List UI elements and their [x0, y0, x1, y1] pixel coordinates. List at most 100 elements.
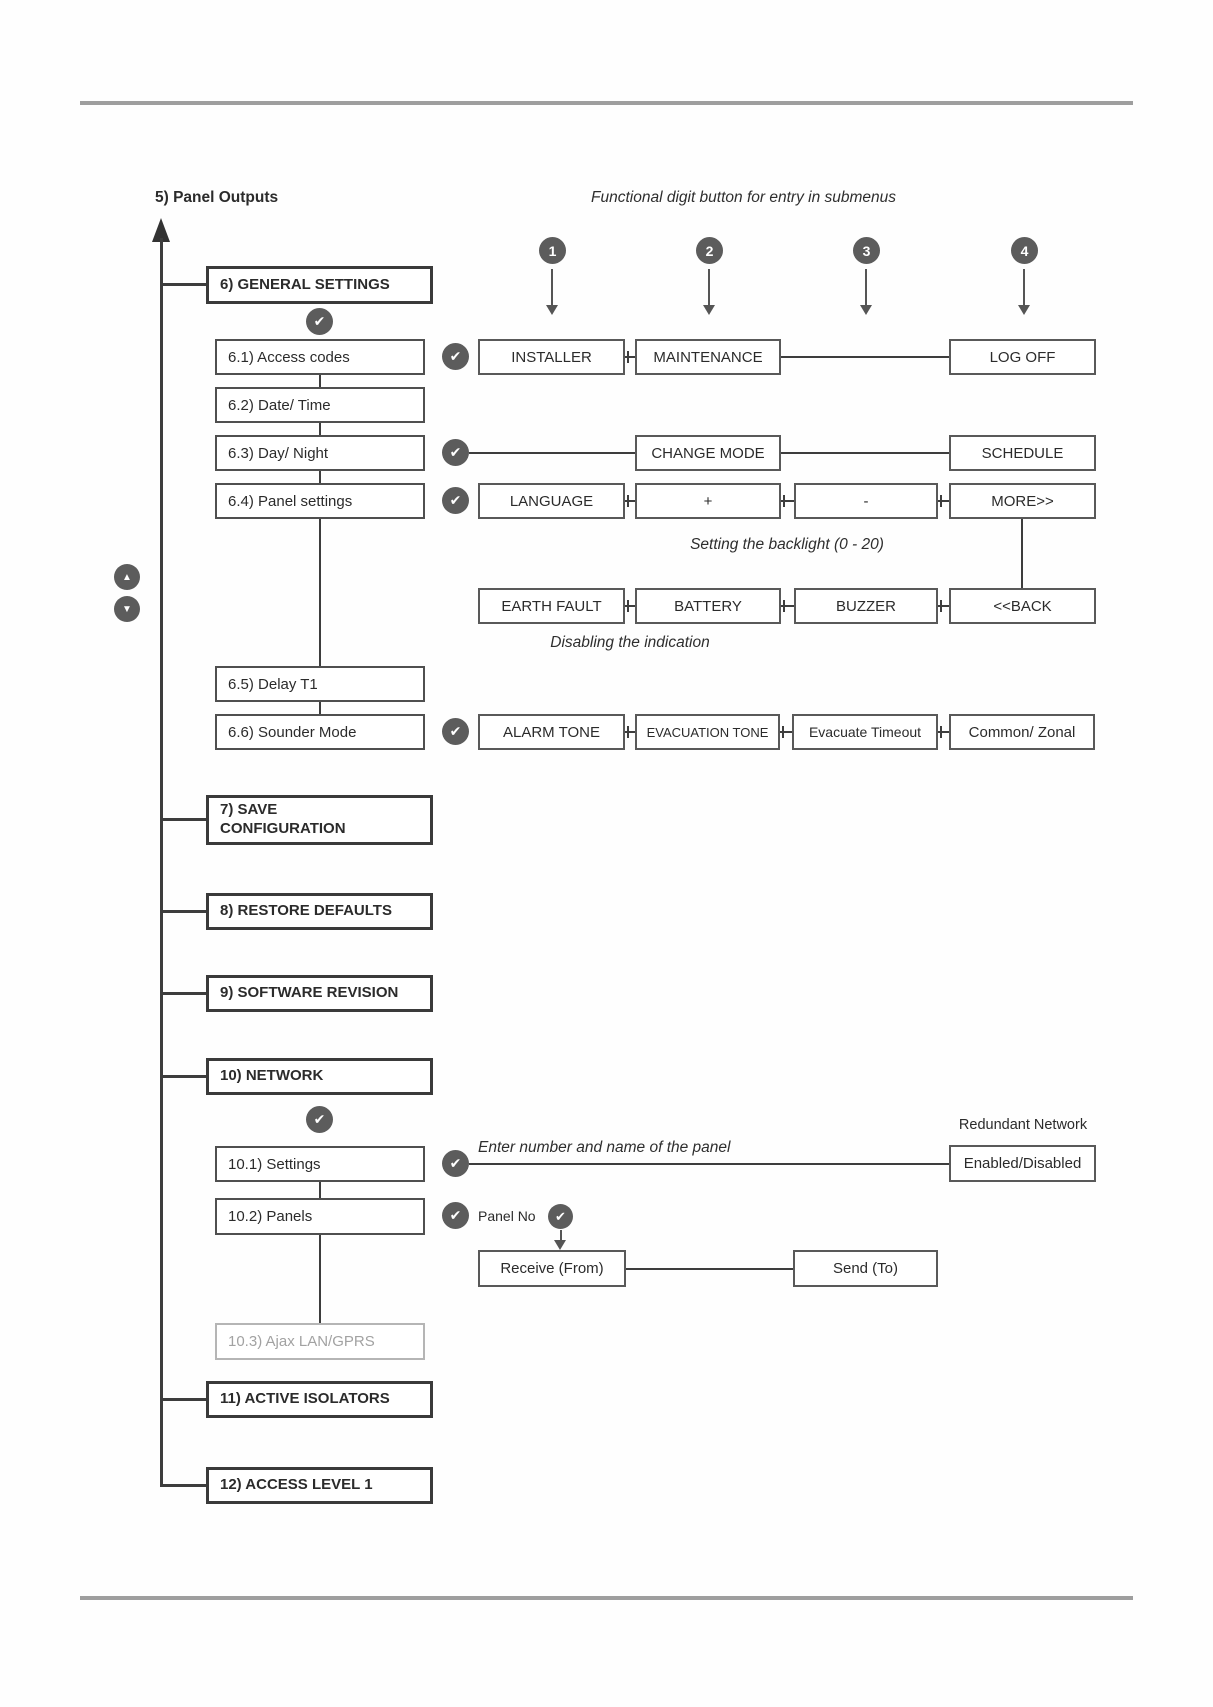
digit-4-arrowhead-icon: [1018, 305, 1030, 315]
check-icon: ✔: [548, 1204, 573, 1229]
connector: [319, 1182, 321, 1198]
option-box-installer: INSTALLER: [478, 339, 625, 375]
digit-1-arrow: [551, 269, 553, 307]
option-box-buzzer: BUZZER: [794, 588, 938, 624]
check-icon: ✔: [442, 487, 469, 514]
connector: [781, 356, 949, 358]
submenu-box-date-time: 6.2) Date/ Time: [215, 387, 425, 423]
digit-4-arrow: [1023, 269, 1025, 307]
panel-no-label: Panel No: [478, 1208, 536, 1224]
option-box-log-off: LOG OFF: [949, 339, 1096, 375]
check-icon: ✔: [306, 1106, 333, 1133]
option-box-change-mode: CHANGE MODE: [635, 435, 781, 471]
option-box-schedule: SCHEDULE: [949, 435, 1096, 471]
submenu-box-panel-settings: 6.4) Panel settings: [215, 483, 425, 519]
option-box-common-zonal: Common/ Zonal: [949, 714, 1095, 750]
option-box-send-to: Send (To): [793, 1250, 938, 1287]
digit-1-badge: 1: [539, 237, 566, 264]
option-box-more: MORE>>: [949, 483, 1096, 519]
option-box-maintenance: MAINTENANCE: [635, 339, 781, 375]
option-box-alarm-tone: ALARM TONE: [478, 714, 625, 750]
connector-6: [161, 283, 206, 286]
connector-12: [161, 1484, 206, 1487]
top-divider: [80, 101, 1133, 105]
scroll-down-icon: ▼: [114, 596, 140, 622]
connector: [319, 375, 321, 387]
functional-note: Functional digit button for entry in sub…: [591, 189, 897, 206]
backlight-note: Setting the backlight (0 - 20): [690, 536, 884, 553]
up-arrowhead-icon: [152, 218, 170, 242]
check-icon: ✔: [442, 718, 469, 745]
option-box-evacuate-timeout: Evacuate Timeout: [792, 714, 938, 750]
connector: [780, 726, 792, 738]
connector-7: [161, 818, 206, 821]
connector: [469, 452, 635, 454]
connector-11: [161, 1398, 206, 1401]
connector: [938, 495, 949, 507]
connector: [319, 519, 321, 666]
menu-box-network: 10) NETWORK: [206, 1058, 433, 1095]
digit-3-arrowhead-icon: [860, 305, 872, 315]
network-settings-note: Enter number and name of the panel: [478, 1139, 731, 1156]
submenu-box-day-night: 6.3) Day/ Night: [215, 435, 425, 471]
scroll-up-icon: ▲: [114, 564, 140, 590]
check-icon: ✔: [442, 439, 469, 466]
digit-2-arrowhead-icon: [703, 305, 715, 315]
option-box-earth-fault: EARTH FAULT: [478, 588, 625, 624]
menu-box-active-isolators: 11) ACTIVE ISOLATORS: [206, 1381, 433, 1418]
submenu-box-access-codes: 6.1) Access codes: [215, 339, 425, 375]
submenu-box-ajax-lan-gprs: 10.3) Ajax LAN/GPRS: [215, 1323, 425, 1360]
bottom-divider: [80, 1596, 1133, 1600]
menu-box-software-revision: 9) SOFTWARE REVISION: [206, 975, 433, 1012]
connector: [781, 600, 794, 612]
connector: [781, 452, 949, 454]
digit-4-badge: 4: [1011, 237, 1038, 264]
connector: [625, 495, 635, 507]
connector-10: [161, 1075, 206, 1078]
connector-more-back: [1021, 519, 1023, 588]
connector-9: [161, 992, 206, 995]
submenu-box-sounder-mode: 6.6) Sounder Mode: [215, 714, 425, 750]
connector: [625, 351, 635, 363]
option-box-battery: BATTERY: [635, 588, 781, 624]
connector: [319, 423, 321, 435]
option-box-minus: -: [794, 483, 938, 519]
connector: [319, 702, 321, 714]
digit-2-arrow: [708, 269, 710, 307]
connector: [938, 600, 949, 612]
connector: [781, 495, 794, 507]
submenu-box-network-panels: 10.2) Panels: [215, 1198, 425, 1235]
indication-note: Disabling the indication: [550, 634, 710, 651]
digit-1-arrowhead-icon: [546, 305, 558, 315]
panel-no-arrowhead-icon: [554, 1240, 566, 1250]
option-box-evacuation-tone: EVACUATION TONE: [635, 714, 780, 750]
connector: [469, 1163, 949, 1165]
connector: [625, 600, 635, 612]
submenu-box-delay-t1: 6.5) Delay T1: [215, 666, 425, 702]
connector: [319, 1235, 321, 1323]
panel-no-arrow: [560, 1230, 562, 1242]
option-box-receive-from: Receive (From): [478, 1250, 626, 1287]
option-box-back: <<BACK: [949, 588, 1096, 624]
digit-3-arrow: [865, 269, 867, 307]
option-box-enabled-disabled: Enabled/Disabled: [949, 1145, 1096, 1182]
menu-box-general-settings: 6) GENERAL SETTINGS: [206, 266, 433, 304]
option-box-plus: +: [635, 483, 781, 519]
connector: [626, 1268, 793, 1270]
redundant-network-label: Redundant Network: [958, 1117, 1088, 1133]
digit-3-badge: 3: [853, 237, 880, 264]
connector-8: [161, 910, 206, 913]
trunk-connector: [160, 238, 163, 1487]
check-icon: ✔: [442, 1150, 469, 1177]
connector: [625, 726, 635, 738]
menu-box-access-level-1: 12) ACCESS LEVEL 1: [206, 1467, 433, 1504]
digit-2-badge: 2: [696, 237, 723, 264]
option-box-language: LANGUAGE: [478, 483, 625, 519]
connector: [938, 726, 949, 738]
connector: [319, 471, 321, 483]
menu-box-restore-defaults: 8) RESTORE DEFAULTS: [206, 893, 433, 930]
check-icon: ✔: [306, 308, 333, 335]
menu-box-save-configuration: 7) SAVE CONFIGURATION: [206, 795, 433, 845]
check-icon: ✔: [442, 1202, 469, 1229]
